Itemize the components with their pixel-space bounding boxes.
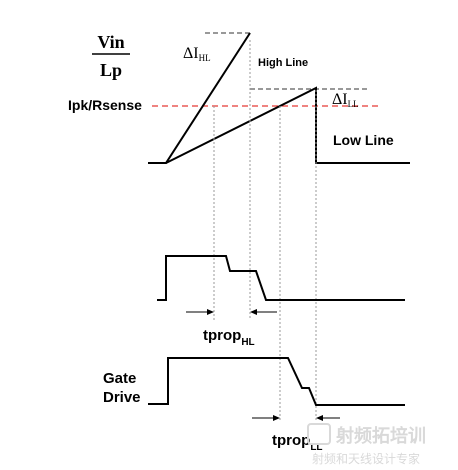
watermark: 射频拓培训 射频和天线设计专家 bbox=[307, 423, 426, 466]
tprop-hl-arrowhead-left bbox=[207, 309, 214, 315]
watermark-title: 射频拓培训 bbox=[335, 425, 426, 447]
tprop-ll-arrowhead-right bbox=[316, 415, 323, 421]
high-line-label: High Line bbox=[258, 57, 308, 69]
delta-i-ll-label: ΔILL bbox=[332, 91, 359, 109]
tprop-hl-arrowhead-right bbox=[250, 309, 257, 315]
comparator-output-trace bbox=[157, 255, 405, 301]
watermark-logo-icon bbox=[307, 423, 331, 445]
tprop-ll-label: tpropLL bbox=[272, 432, 323, 453]
low-line-ramp bbox=[165, 86, 410, 164]
drive-label: Drive bbox=[103, 389, 141, 406]
lp-label: Lp bbox=[100, 60, 122, 80]
delta-i-hl-label: ΔIHL bbox=[183, 45, 211, 63]
ipk-rsense-label: Ipk/Rsense bbox=[68, 97, 142, 113]
tprop-hl-label: tpropHL bbox=[203, 327, 255, 348]
watermark-subtitle: 射频和天线设计专家 bbox=[312, 451, 420, 466]
gate-drive-trace bbox=[148, 357, 405, 406]
low-line-label: Low Line bbox=[333, 132, 394, 148]
tprop-ll-arrowhead-left bbox=[273, 415, 280, 421]
gate-label: Gate bbox=[103, 370, 136, 387]
vin-label: Vin bbox=[97, 32, 124, 52]
